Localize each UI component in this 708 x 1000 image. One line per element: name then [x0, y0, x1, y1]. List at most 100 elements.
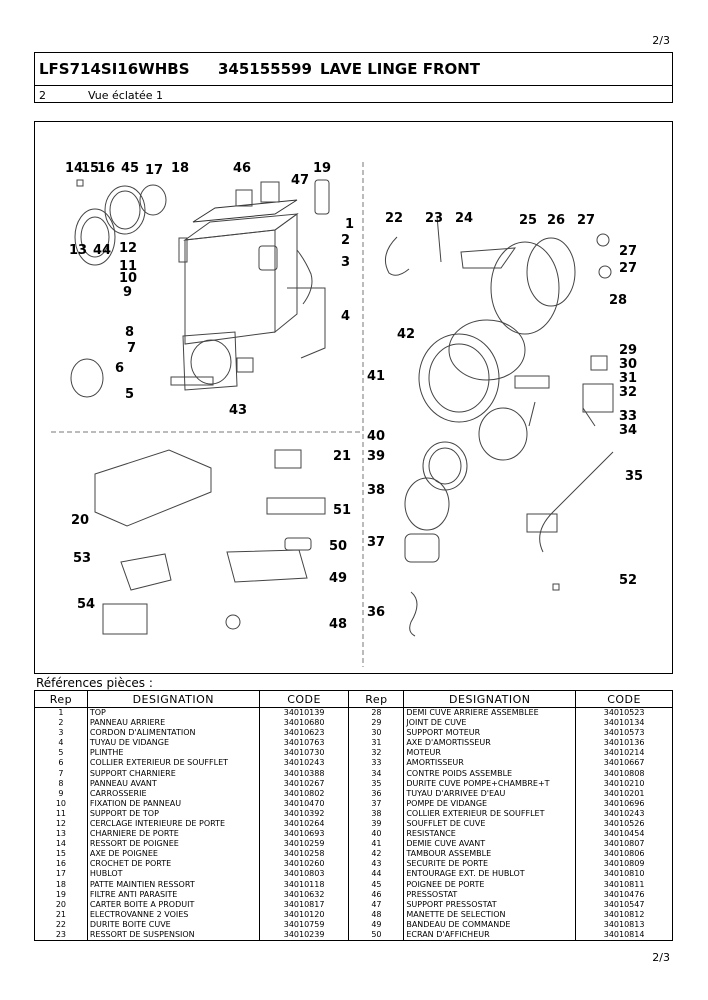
code-cell: 34010259	[258, 839, 350, 850]
diagram-callout-number: 15	[81, 161, 99, 176]
diagram-callout-number: 9	[123, 285, 132, 300]
code-cell: 34010803	[258, 869, 350, 880]
code-cell: 34010264	[258, 818, 350, 830]
rep-cell: 16	[34, 859, 88, 870]
designation-cell: HUBLOT	[86, 869, 260, 880]
diagram-callout-number: 45	[121, 161, 139, 176]
designation-cell: DEMIE CUVE AVANT	[403, 839, 577, 850]
designation-cell: CORDON D'ALIMENTATION	[86, 728, 260, 739]
code-cell: 34010118	[258, 879, 350, 890]
diagram-callout-number: 11	[119, 259, 137, 274]
code-cell: 34010267	[258, 778, 350, 789]
column-header-designation: DESIGNATION	[403, 690, 577, 708]
designation-cell: FILTRE ANTI PARASITE	[86, 889, 260, 900]
rep-cell: 41	[348, 839, 405, 850]
designation-cell: DURITE BOITE CUVE	[86, 919, 260, 930]
rep-cell: 32	[348, 748, 405, 759]
designation-cell: POMPE DE VIDANGE	[403, 798, 577, 809]
designation-cell: PANNEAU AVANT	[86, 778, 260, 789]
product-code: 345155599	[218, 60, 312, 78]
diagram-callout-number: 50	[329, 539, 347, 554]
rep-cell: 2	[34, 718, 88, 729]
code-cell: 34010763	[258, 738, 350, 749]
designation-cell: PRESSOSTAT	[403, 889, 577, 900]
designation-cell: SOUFFLET DE CUVE	[403, 818, 577, 830]
diagram-callout-number: 27	[577, 213, 595, 228]
designation-cell: MANETTE DE SELECTION	[403, 909, 577, 920]
designation-cell: AXE D'AMORTISSEUR	[403, 738, 577, 749]
rep-cell: 44	[348, 869, 405, 880]
code-cell: 34010454	[575, 829, 673, 840]
diagram-callout-number: 33	[619, 409, 637, 424]
diagram-callout-number: 31	[619, 371, 637, 386]
designation-cell: AMORTISSEUR	[403, 758, 577, 769]
diagram-callout-number: 34	[619, 423, 637, 438]
column-header-code: CODE	[258, 690, 350, 708]
code-cell: 34010523	[575, 707, 673, 718]
diagram-callout-number: 12	[119, 241, 137, 256]
rep-cell: 35	[348, 778, 405, 789]
diagram-callout-number: 32	[619, 385, 637, 400]
rep-cell: 47	[348, 899, 405, 910]
diagram-callout-number: 48	[329, 617, 347, 632]
designation-cell: RESSORT DE SUSPENSION	[86, 929, 260, 941]
rep-cell: 34	[348, 768, 405, 779]
diagram-callout-number: 35	[625, 469, 643, 484]
rep-cell: 5	[34, 748, 88, 759]
code-cell: 34010811	[575, 879, 673, 890]
rep-cell: 48	[348, 909, 405, 920]
designation-cell: PLINTHE	[86, 748, 260, 759]
rep-cell: 7	[34, 768, 88, 779]
designation-cell: COLLIER EXTERIEUR DE SOUFFLET	[403, 808, 577, 819]
model-reference: LFS714SI16WHBS	[39, 60, 190, 78]
diagram-callout-number: 21	[333, 449, 351, 464]
section-number: 2	[39, 89, 46, 102]
code-cell: 34010696	[575, 798, 673, 809]
column-header-code: CODE	[575, 690, 673, 708]
rep-cell: 9	[34, 788, 88, 799]
header-title-row: LFS714SI16WHBS 345155599 LAVE LINGE FRON…	[35, 53, 672, 86]
code-cell: 34010243	[575, 808, 673, 819]
diagram-callout-number: 24	[455, 211, 473, 226]
diagram-callout-number: 10	[119, 271, 137, 286]
diagram-callout-number: 53	[73, 551, 91, 566]
diagram-callout-number: 19	[313, 161, 331, 176]
code-cell: 34010120	[258, 909, 350, 920]
rep-cell: 40	[348, 829, 405, 840]
code-cell: 34010201	[575, 788, 673, 799]
column-header-rep: Rep	[348, 690, 405, 708]
diagram-callout-number: 38	[367, 483, 385, 498]
rep-cell: 28	[348, 707, 405, 718]
rep-cell: 10	[34, 798, 88, 809]
designation-cell: SUPPORT CHARNIERE	[86, 768, 260, 779]
diagram-callout-number: 52	[619, 573, 637, 588]
product-name: LAVE LINGE FRONT	[320, 60, 481, 78]
diagram-callout-number: 6	[115, 361, 124, 376]
page-number-top: 2/3	[652, 34, 670, 47]
diagram-callout-number: 25	[519, 213, 537, 228]
code-cell: 34010802	[258, 788, 350, 799]
diagram-callout-number: 30	[619, 357, 637, 372]
designation-cell: POIGNEE DE PORTE	[403, 879, 577, 890]
diagram-callout-number: 4	[341, 309, 350, 324]
designation-cell: TUYAU DE VIDANGE	[86, 738, 260, 749]
code-cell: 34010813	[575, 919, 673, 930]
designation-cell: MOTEUR	[403, 748, 577, 759]
diagram-callout-number: 39	[367, 449, 385, 464]
section-label: Vue éclatée 1	[88, 89, 163, 102]
diagram-callout-number: 5	[125, 387, 134, 402]
designation-cell: COLLIER EXTERIEUR DE SOUFFLET	[86, 758, 260, 769]
rep-cell: 6	[34, 758, 88, 769]
code-cell: 34010807	[575, 839, 673, 850]
rep-cell: 46	[348, 889, 405, 900]
